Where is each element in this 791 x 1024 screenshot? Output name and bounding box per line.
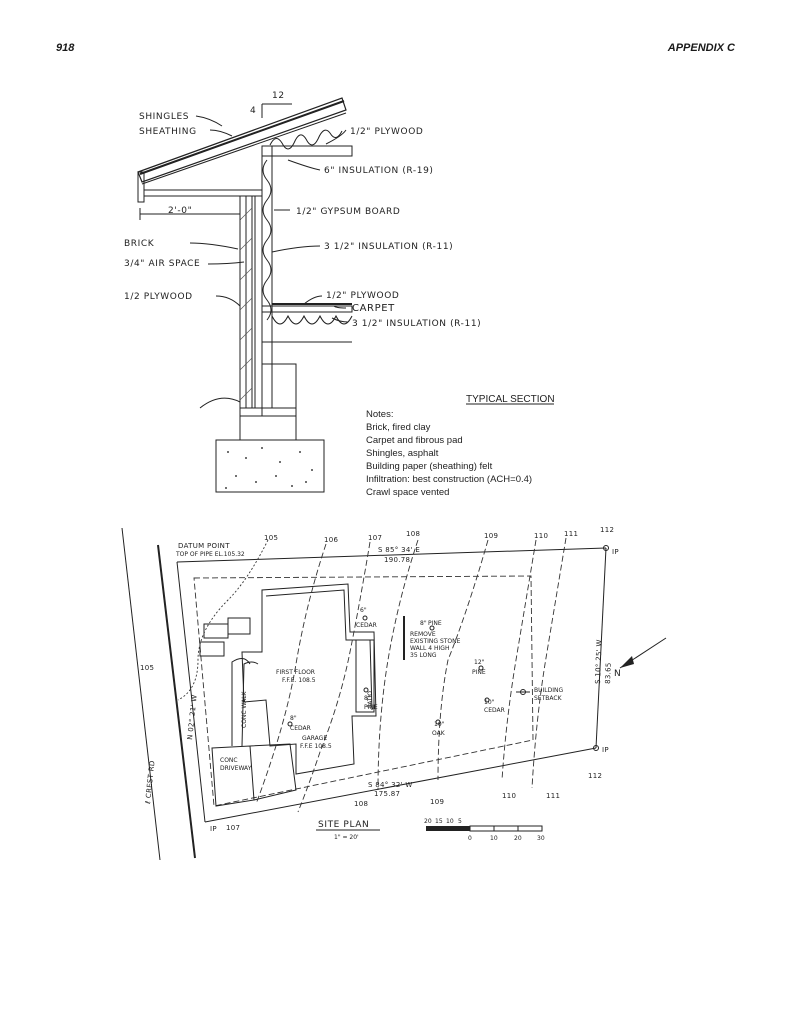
- scale-tick: 10: [446, 818, 454, 825]
- label-brick: BRICK: [124, 239, 155, 249]
- overhang-dimension: 2'-0": [168, 206, 192, 216]
- contour-label: 110: [502, 792, 516, 800]
- scale-tick: 20: [424, 818, 432, 825]
- street-name: ℓ CREST RD: [144, 760, 157, 805]
- label-gypsum: 1/2" GYPSUM BOARD: [296, 207, 400, 217]
- tree-kind: CEDAR: [356, 622, 377, 629]
- iron-pin-label: IP: [210, 825, 217, 833]
- label-air-space: 3/4" AIR SPACE: [124, 259, 200, 269]
- remove-note: WALL 4 HIGH: [410, 645, 449, 652]
- remove-note: REMOVE: [410, 631, 436, 638]
- label-plywood-floor: 1/2" PLYWOOD: [326, 291, 399, 301]
- contour-label: 112: [588, 772, 602, 780]
- tree-size: 6": [360, 607, 367, 614]
- contour-label: 108: [354, 800, 368, 808]
- tree-kind: PINE: [428, 620, 442, 627]
- first-floor-elevation: F.F.E. 108.5: [282, 677, 316, 684]
- site-plan-scale: 1" = 20': [334, 834, 359, 841]
- note-item: Building paper (sheathing) felt: [366, 461, 493, 472]
- remove-note: EXISTING STONE: [410, 638, 461, 645]
- contour-label: 107: [368, 534, 382, 542]
- garage-label: GARAGE: [302, 735, 327, 742]
- scale-tick: 10: [490, 835, 498, 842]
- distance-bottom: 175.87: [374, 790, 400, 798]
- tree-kind: PINE: [472, 669, 486, 676]
- site-plan-drawing: 6" CEDAR 8" PINE 12" PINE 10" CEDAR 10" …: [121, 526, 667, 861]
- label-sheathing: SHEATHING: [139, 127, 197, 137]
- bearing-left: N 02° 21' W: [186, 694, 199, 740]
- label-carpet: CARPET: [352, 303, 395, 314]
- label-plywood-wall: 1/2 PLYWOOD: [124, 292, 193, 302]
- tree-kind: CEDAR: [290, 725, 311, 732]
- note-item: Infiltration: best construction (ACH=0.4…: [366, 474, 532, 485]
- tree-size: 10": [484, 699, 495, 706]
- slope-run: 12: [272, 91, 285, 101]
- bearing-bottom: S 84° 32' W: [368, 781, 413, 789]
- tree-size: 8": [420, 620, 427, 627]
- datum-elevation: TOP OF PIPE EL.105.32: [175, 551, 245, 558]
- bearing-top: S 85° 34' E: [378, 546, 420, 554]
- contour-label: 105: [140, 664, 154, 672]
- scale-tick: 0: [468, 835, 472, 842]
- note-item: Brick, fired clay: [366, 422, 431, 433]
- scale-tick: 5: [458, 818, 462, 825]
- contour-label: 108: [406, 530, 420, 538]
- contour-label: 107: [226, 824, 240, 832]
- tree-kind: PINE: [364, 704, 378, 711]
- page-number: 918: [56, 42, 75, 54]
- tree-size: 10": [434, 721, 445, 728]
- patio-label: PATIO: [367, 691, 374, 708]
- contour-label: 109: [484, 532, 498, 540]
- tree-size: 8": [364, 695, 371, 702]
- tree-size: 8": [290, 715, 297, 722]
- label-insulation-wall: 3 1/2" INSULATION (R-11): [324, 242, 453, 252]
- tree-kind: CEDAR: [484, 707, 505, 714]
- contour-label: 106: [324, 536, 339, 544]
- label-insulation-floor: 3 1/2" INSULATION (R-11): [352, 319, 481, 329]
- contour-label: 111: [546, 792, 560, 800]
- walk-label: CONC WALK: [241, 690, 248, 728]
- distance-top: 190.78: [384, 556, 410, 564]
- note-item: Shingles, asphalt: [366, 448, 439, 459]
- bearing-right: S 10° 25' W: [594, 639, 604, 684]
- scale-tick: 15: [435, 818, 443, 825]
- tree-size: 12": [474, 659, 485, 666]
- contour-label: 112: [600, 526, 614, 534]
- site-plan-title: SITE PLAN: [318, 820, 369, 830]
- slope-rise: 4: [250, 106, 256, 116]
- iron-pin-label: IP: [612, 548, 619, 556]
- scale-tick: 20: [514, 835, 522, 842]
- datum-label: DATUM POINT: [178, 542, 230, 550]
- setback-label: SETBACK: [534, 695, 563, 702]
- setback-label: BUILDING: [534, 687, 563, 694]
- scale-bar: [426, 825, 543, 832]
- driveway-label: CONC: [220, 757, 238, 764]
- appendix-title: APPENDIX C: [667, 42, 735, 54]
- label-plywood-roof: 1/2" PLYWOOD: [350, 127, 423, 137]
- label-shingles: SHINGLES: [139, 112, 189, 122]
- garage-elevation: F.F.E 108.5: [300, 743, 332, 750]
- driveway-label: DRIVEWAY: [220, 765, 252, 772]
- remove-note: 35 LONG: [410, 652, 437, 659]
- label-insulation-ceiling: 6" INSULATION (R-19): [324, 166, 434, 176]
- notes-title: Notes:: [366, 409, 393, 420]
- typical-section-drawing: 12 4: [124, 91, 555, 498]
- iron-pin-label: IP: [602, 746, 609, 754]
- distance-right: 83.65: [604, 662, 613, 684]
- north-label: N: [614, 669, 621, 679]
- note-item: Carpet and fibrous pad: [366, 435, 463, 446]
- contour-label: 109: [430, 798, 444, 806]
- contour-label: 105: [264, 534, 278, 542]
- contour-label: 111: [564, 530, 578, 538]
- section-title: TYPICAL SECTION: [466, 394, 555, 405]
- tree-kind: OAK: [432, 730, 446, 737]
- first-floor-label: FIRST FLOOR: [276, 669, 315, 676]
- contour-label: 110: [534, 532, 548, 540]
- scale-tick: 30: [537, 835, 545, 842]
- note-item: Crawl space vented: [366, 487, 449, 498]
